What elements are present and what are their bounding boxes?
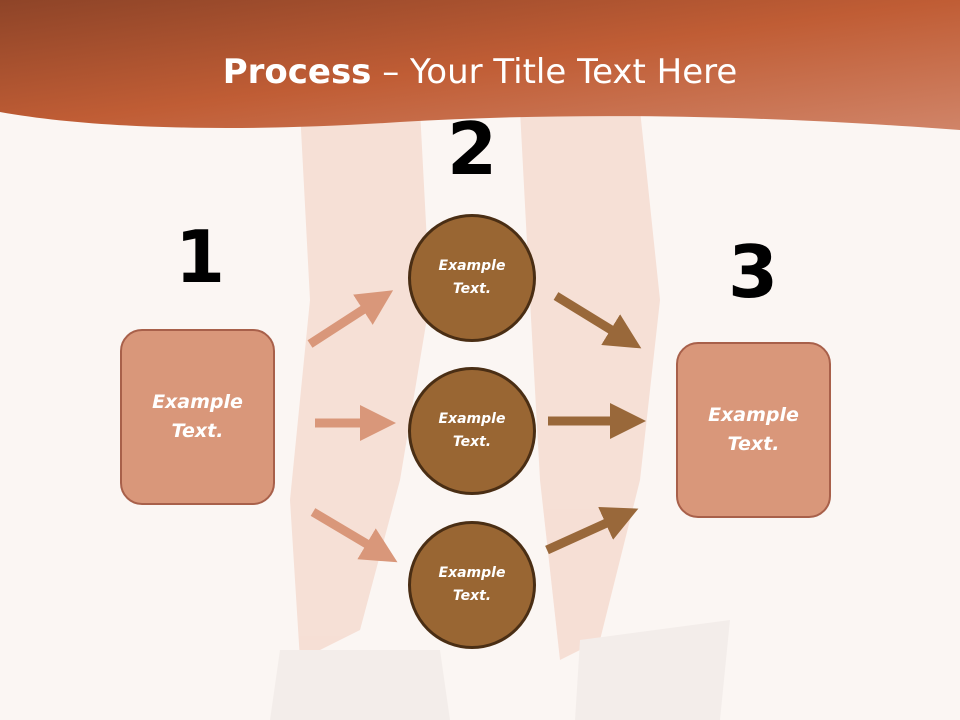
- arrow-left-top: [307, 290, 394, 348]
- title-rest: – Your Title Text Here: [371, 52, 738, 92]
- slide-title: Process – Your Title Text Here: [0, 52, 960, 92]
- text: Example: [708, 404, 799, 426]
- text: Example: [438, 258, 506, 274]
- header-banner: [0, 0, 960, 130]
- arrow-right-top: [553, 292, 642, 349]
- text: Text.: [452, 434, 492, 450]
- text: Example: [438, 411, 506, 427]
- arrow-right-bottom: [545, 507, 639, 555]
- text: Text.: [452, 281, 492, 297]
- text: Text.: [452, 588, 492, 604]
- text: Example: [438, 565, 506, 581]
- text: Text.: [171, 420, 224, 442]
- arrows: [307, 290, 646, 563]
- step-number-2: 2: [446, 107, 498, 191]
- title-bold: Process: [222, 52, 372, 92]
- arrow-left-bottom: [310, 508, 398, 563]
- step-number-1: 1: [174, 215, 226, 299]
- text: Text.: [727, 433, 780, 455]
- text: Example: [152, 391, 243, 413]
- step-number-3: 3: [727, 230, 779, 314]
